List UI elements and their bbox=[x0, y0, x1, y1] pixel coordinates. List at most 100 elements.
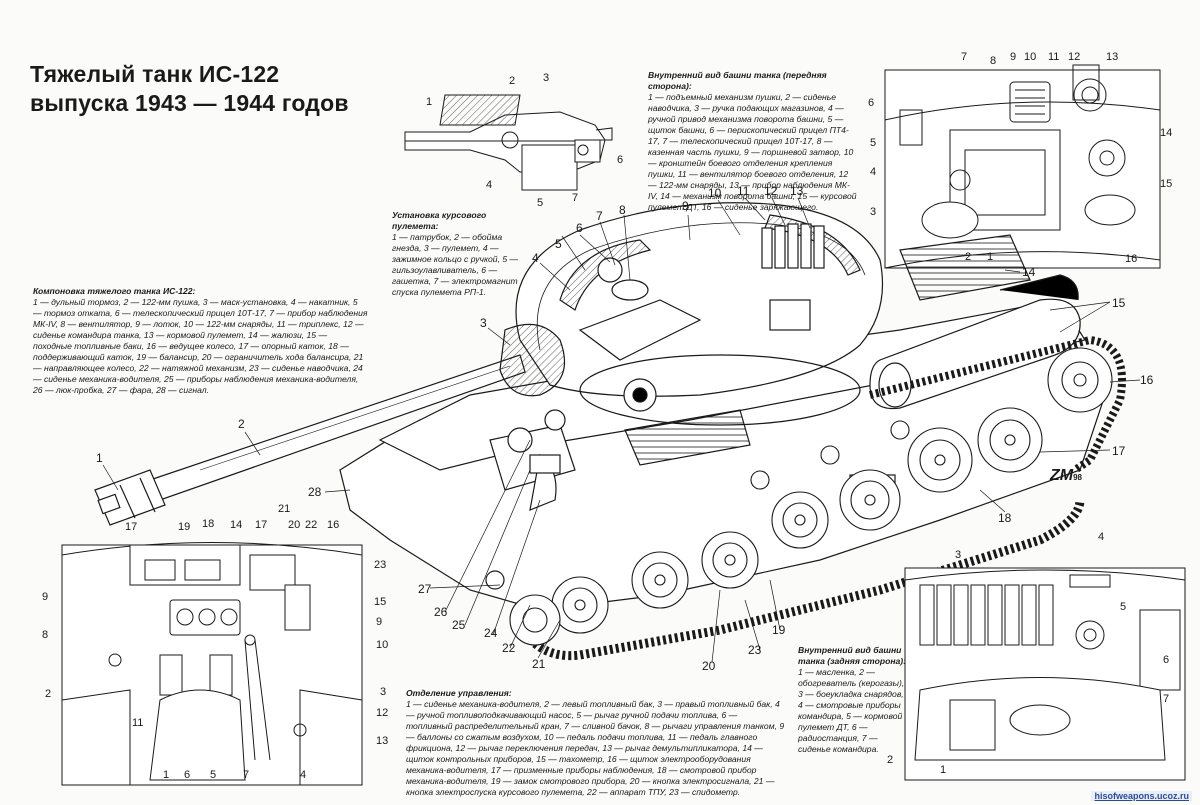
title-line-1: Тяжелый танк ИС-122 bbox=[30, 61, 280, 87]
source-link[interactable]: hisofweapons.ucoz.ru bbox=[1091, 791, 1192, 801]
drv-callout-15: 15 bbox=[374, 596, 386, 608]
drv-callout-4: 4 bbox=[300, 769, 306, 781]
main-callout-7: 7 bbox=[596, 209, 603, 223]
main-callout-12: 12 bbox=[764, 184, 778, 198]
tr-callout-6: 6 bbox=[1163, 654, 1169, 666]
drv-callout-9a: 9 bbox=[42, 591, 48, 603]
tr-callout-4: 4 bbox=[1098, 531, 1104, 543]
main-callout-21: 21 bbox=[532, 657, 546, 671]
tf-callout-8: 8 bbox=[990, 55, 996, 67]
drv-callout-16: 16 bbox=[327, 519, 339, 531]
mg-callout-4: 4 bbox=[486, 179, 492, 191]
main-callout-5: 5 bbox=[555, 237, 562, 251]
main-callout-25: 25 bbox=[452, 618, 466, 632]
tr-callout-2: 2 bbox=[887, 754, 893, 766]
tf-callout-15: 15 bbox=[1160, 178, 1172, 190]
drv-callout-14: 14 bbox=[230, 519, 242, 531]
drv-callout-12: 12 bbox=[376, 707, 388, 719]
rear-ammo-rack bbox=[919, 584, 1054, 646]
drv-callout-19: 19 bbox=[178, 521, 190, 533]
muzzle-brake bbox=[94, 469, 166, 526]
main-callout-19: 19 bbox=[772, 623, 786, 637]
legend-turret-rear: Внутренний вид башни танка (задняя сторо… bbox=[798, 645, 908, 755]
drv-callout-20: 20 bbox=[288, 519, 300, 531]
drv-callout-11: 11 bbox=[132, 717, 143, 729]
callout-labels: 1 2 3 4 5 6 7 7 8 9 10 11 12 13 6 5 4 3 … bbox=[42, 51, 1172, 781]
main-callout-1: 1 bbox=[96, 451, 103, 465]
legend-turret-front: Внутренний вид башни танка (передняя сто… bbox=[648, 70, 858, 213]
main-callout-27: 27 bbox=[418, 582, 432, 596]
tf-callout-7: 7 bbox=[961, 51, 967, 63]
mg-callout-1: 1 bbox=[426, 96, 432, 108]
legend-turret-front-text: 1 — подъемный механизм пушки, 2 — сидень… bbox=[648, 92, 857, 212]
signature-year: 98 bbox=[1073, 473, 1083, 482]
main-callout-2: 2 bbox=[238, 417, 245, 431]
tr-callout-1: 1 bbox=[940, 764, 946, 776]
driver-inset-drawing bbox=[61, 542, 363, 786]
main-callout-14: 14 bbox=[1022, 265, 1036, 279]
tf-callout-3: 3 bbox=[870, 206, 876, 218]
mg-callout-3: 3 bbox=[543, 72, 549, 84]
main-callout-23: 23 bbox=[748, 643, 762, 657]
tf-callout-12: 12 bbox=[1068, 51, 1080, 63]
legend-mg-text: 1 — патрубок, 2 — обойма гнезда, 3 — пул… bbox=[392, 232, 519, 297]
main-callout-13: 13 bbox=[790, 184, 804, 198]
legend-main-text: 1 — дульный тормоз, 2 — 122-мм пушка, 3 … bbox=[33, 297, 368, 395]
drv-callout-8: 8 bbox=[42, 629, 48, 641]
tf-callout-6: 6 bbox=[868, 97, 874, 109]
main-callout-17: 17 bbox=[1112, 444, 1126, 458]
main-callout-18: 18 bbox=[998, 511, 1012, 525]
main-callout-22: 22 bbox=[502, 641, 516, 655]
drv-callout-3: 3 bbox=[380, 686, 386, 698]
legend-mg-heading: Установка курсового пулемета: bbox=[392, 210, 487, 231]
title-line-2: выпуска 1943 — 1944 годов bbox=[30, 90, 349, 116]
drv-callout-18: 18 bbox=[202, 518, 214, 530]
drv-callout-7: 7 bbox=[243, 769, 249, 781]
ammo-rack bbox=[761, 223, 825, 269]
drv-callout-17a: 17 bbox=[125, 521, 137, 533]
mg-callout-6: 6 bbox=[617, 154, 623, 166]
tr-callout-5: 5 bbox=[1120, 601, 1126, 613]
artist-signature: ZM98 bbox=[1050, 467, 1082, 485]
mg-callout-5: 5 bbox=[537, 197, 543, 209]
main-callout-20: 20 bbox=[702, 659, 716, 673]
tf-callout-9: 9 bbox=[1010, 51, 1016, 63]
page-title: Тяжелый танк ИС-122 выпуска 1943 — 1944 … bbox=[30, 60, 390, 118]
main-callout-16: 16 bbox=[1140, 373, 1154, 387]
legend-turret-rear-text: 1 — масленка, 2 — обогреватель (керогазы… bbox=[798, 667, 905, 754]
legend-turret-front-heading: Внутренний вид башни танка (передняя сто… bbox=[648, 70, 827, 91]
drv-callout-1: 1 bbox=[163, 769, 169, 781]
drv-callout-21: 21 bbox=[278, 503, 290, 515]
tf-callout-11: 11 bbox=[1048, 51, 1059, 63]
tf-callout-14: 14 bbox=[1160, 127, 1172, 139]
drv-callout-17b: 17 bbox=[255, 519, 267, 531]
tf-callout-4: 4 bbox=[870, 166, 876, 178]
tf-callout-1: 1 bbox=[987, 251, 993, 263]
tf-callout-16: 16 bbox=[1125, 253, 1137, 265]
main-callout-15: 15 bbox=[1112, 296, 1126, 310]
drv-callout-23: 23 bbox=[374, 559, 386, 571]
mg-inset-drawing bbox=[404, 94, 613, 191]
leader-lines bbox=[102, 197, 1141, 663]
legend-main-heading: Компоновка тяжелого танка ИС-122: bbox=[33, 286, 196, 296]
turret-rear-inset-drawing bbox=[904, 567, 1186, 781]
running-gear bbox=[509, 335, 1126, 661]
tf-callout-10: 10 bbox=[1024, 51, 1036, 63]
main-callout-24: 24 bbox=[484, 626, 498, 640]
drv-callout-5: 5 bbox=[210, 769, 216, 781]
main-callout-6: 6 bbox=[576, 221, 583, 235]
tf-callout-5: 5 bbox=[870, 137, 876, 149]
legend-machine-gun: Установка курсового пулемета: 1 — патруб… bbox=[392, 210, 522, 298]
main-callout-11: 11 bbox=[737, 184, 750, 198]
main-callout-28: 28 bbox=[308, 485, 322, 499]
main-callout-26: 26 bbox=[434, 605, 448, 619]
tf-callout-13: 13 bbox=[1106, 51, 1118, 63]
legend-driver-compartment: Отделение управления: 1 — сиденье механи… bbox=[406, 688, 786, 798]
main-callout-10: 10 bbox=[708, 186, 722, 200]
legend-main-layout: Компоновка тяжелого танка ИС-122: 1 — ду… bbox=[33, 286, 368, 396]
legend-driver-text: 1 — сиденье механика-водителя, 2 — левый… bbox=[406, 699, 785, 797]
turret-front-inset-drawing bbox=[884, 64, 1161, 269]
mg-callout-7: 7 bbox=[572, 192, 578, 204]
